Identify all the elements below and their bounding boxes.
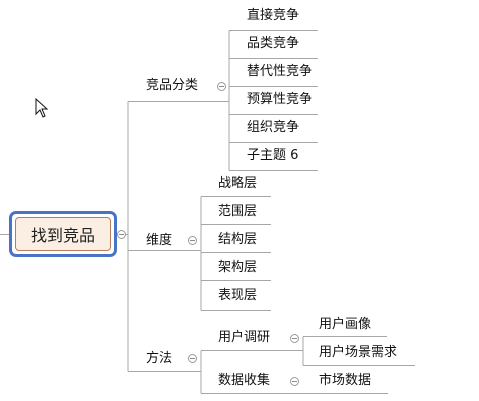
grandchild-market-data[interactable]: 市场数据 [319,373,372,388]
child-substitute-competition[interactable]: 替代性竞争 [247,64,313,79]
root-node[interactable]: 找到竞品 [9,211,117,257]
data-collection-collapse-icon[interactable] [290,377,299,386]
child-organization-competition[interactable]: 组织竞争 [247,120,300,135]
child-budget-competition[interactable]: 预算性竞争 [247,92,313,107]
classification-collapse-icon[interactable] [217,82,226,91]
grandchild-user-scenario-needs[interactable]: 用户场景需求 [319,345,398,360]
child-strategy-layer[interactable]: 战略层 [218,176,258,191]
mouse-pointer-icon [35,98,49,118]
branch-dimension[interactable]: 维度 [146,233,173,248]
child-data-collection[interactable]: 数据收集 [218,373,271,388]
branch-classification[interactable]: 竞品分类 [146,78,199,93]
child-user-research[interactable]: 用户调研 [218,330,271,345]
dimension-collapse-icon[interactable] [188,236,197,245]
child-scope-layer[interactable]: 范围层 [218,204,258,219]
child-structure-layer[interactable]: 结构层 [218,232,258,247]
method-collapse-icon[interactable] [188,354,197,363]
child-presentation-layer[interactable]: 表现层 [218,288,258,303]
child-subtopic-6[interactable]: 子主题 6 [247,148,299,163]
child-direct-competition[interactable]: 直接竞争 [247,8,300,23]
branch-method[interactable]: 方法 [146,351,173,366]
user-research-collapse-icon[interactable] [290,334,299,343]
root-node-label: 找到竞品 [15,217,111,251]
child-architecture-layer[interactable]: 架构层 [218,260,258,275]
child-category-competition[interactable]: 品类竞争 [247,36,300,51]
root-collapse-icon[interactable] [117,230,126,239]
grandchild-user-persona[interactable]: 用户画像 [319,317,372,332]
